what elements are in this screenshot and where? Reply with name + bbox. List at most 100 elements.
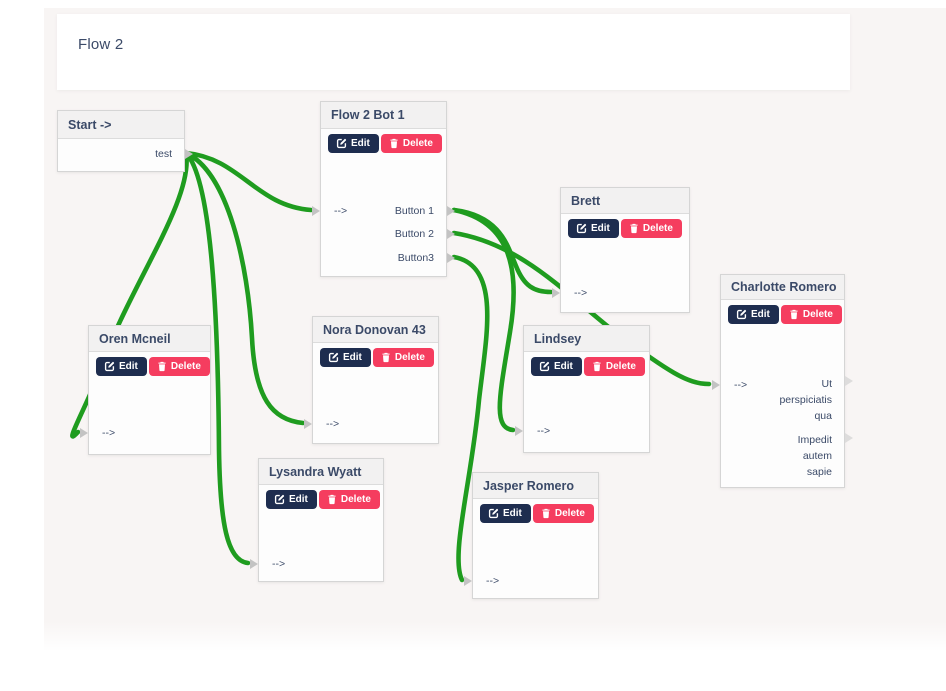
delete-button[interactable]: Delete xyxy=(583,357,645,376)
trash-icon xyxy=(328,494,336,505)
delete-button[interactable]: Delete xyxy=(380,134,442,153)
output-port-label: Impedit autem sapie xyxy=(797,434,832,478)
input-port-arrow-icon[interactable] xyxy=(552,288,560,298)
node-title: Lindsey xyxy=(524,326,649,352)
input-port-arrow-icon[interactable] xyxy=(304,419,312,429)
trash-icon xyxy=(158,361,166,372)
page-title: Flow 2 xyxy=(78,36,124,53)
node-title: Oren Mcneil xyxy=(89,326,210,352)
output-port-arrow-icon[interactable] xyxy=(447,253,455,263)
node-title: Jasper Romero xyxy=(473,473,598,499)
delete-button-label: Delete xyxy=(605,360,636,372)
flow-edge-bot.button3-jasper.in xyxy=(451,254,490,583)
input-port-label: --> xyxy=(734,379,748,391)
edit-button[interactable]: Edit xyxy=(328,134,379,153)
trash-icon xyxy=(382,352,390,363)
input-port-arrow-icon[interactable] xyxy=(515,426,523,436)
node-title: Start -> xyxy=(58,111,184,139)
input-port-arrow-icon[interactable] xyxy=(80,428,88,438)
input-port-lindsey: --> xyxy=(515,422,551,440)
edit-pencil-icon xyxy=(736,309,747,320)
output-port-label: Button 2 xyxy=(394,228,434,240)
edit-pencil-icon xyxy=(539,361,550,372)
input-port-arrow-icon[interactable] xyxy=(250,559,258,569)
node-title: Lysandra Wyatt xyxy=(259,459,383,485)
delete-button-label: Delete xyxy=(642,222,673,234)
output-port-out2: Impedit autem sapie xyxy=(721,432,853,480)
edit-button-label: Edit xyxy=(751,308,770,320)
output-port-arrow-icon[interactable] xyxy=(447,229,455,239)
input-port-arrow-icon[interactable] xyxy=(312,206,320,216)
edit-button-label: Edit xyxy=(289,493,308,505)
delete-button[interactable]: Delete xyxy=(148,357,210,376)
delete-button[interactable]: Delete xyxy=(372,348,434,367)
output-port-button3: Button3 xyxy=(321,249,455,267)
trash-icon xyxy=(593,361,601,372)
output-port-label: test xyxy=(155,148,172,160)
input-port-arrow-icon[interactable] xyxy=(712,380,720,390)
delete-button-label: Delete xyxy=(394,351,425,363)
node-bot[interactable]: Flow 2 Bot 1 Edit Delete --> Button 1 Button … xyxy=(312,101,455,277)
output-port-arrow-icon[interactable] xyxy=(845,376,853,386)
output-port-arrow-icon[interactable] xyxy=(845,433,853,443)
node-title: Flow 2 Bot 1 xyxy=(321,102,446,129)
trash-icon xyxy=(630,223,638,234)
edit-button[interactable]: Edit xyxy=(266,490,317,509)
node-actions: Edit Delete xyxy=(568,219,682,238)
node-actions: Edit Delete xyxy=(320,348,434,367)
node-actions: Edit Delete xyxy=(480,504,594,523)
delete-button[interactable]: Delete xyxy=(318,490,380,509)
node-actions: Edit Delete xyxy=(531,357,645,376)
input-port-charlotte: --> xyxy=(712,376,748,394)
input-port-label: --> xyxy=(537,425,551,437)
delete-button-label: Delete xyxy=(802,308,833,320)
node-title: Brett xyxy=(561,188,689,214)
edit-pencil-icon xyxy=(274,494,285,505)
input-port-label: --> xyxy=(326,418,340,430)
delete-button-label: Delete xyxy=(340,493,371,505)
edit-button-label: Edit xyxy=(119,360,138,372)
output-port-label: Button3 xyxy=(397,252,434,264)
flow-header-card: Flow 2 xyxy=(57,14,850,90)
trash-icon xyxy=(390,138,398,149)
input-port-label: --> xyxy=(102,427,116,439)
edit-button[interactable]: Edit xyxy=(728,305,779,324)
input-port-arrow-icon[interactable] xyxy=(464,576,472,586)
delete-button-label: Delete xyxy=(402,137,433,149)
delete-button[interactable]: Delete xyxy=(780,305,842,324)
output-port-test: test xyxy=(58,145,193,163)
edit-button[interactable]: Edit xyxy=(480,504,531,523)
output-port-arrow-icon[interactable] xyxy=(185,149,193,159)
edit-button[interactable]: Edit xyxy=(320,348,371,367)
output-port-arrow-icon[interactable] xyxy=(447,206,455,216)
edit-button-label: Edit xyxy=(343,351,362,363)
node-actions: Edit Delete xyxy=(728,305,842,324)
output-port-button1: Button 1 xyxy=(321,202,455,220)
input-port-bot: --> xyxy=(312,202,347,220)
edit-button[interactable]: Edit xyxy=(96,357,147,376)
delete-button-label: Delete xyxy=(554,507,585,519)
delete-button[interactable]: Delete xyxy=(620,219,682,238)
edit-button[interactable]: Edit xyxy=(531,357,582,376)
input-port-oren: --> xyxy=(80,424,116,442)
delete-button-label: Delete xyxy=(170,360,201,372)
node-actions: Edit Delete xyxy=(266,490,380,509)
node-actions: Edit Delete xyxy=(328,134,442,153)
input-port-nora: --> xyxy=(304,415,340,433)
input-port-label: --> xyxy=(486,575,500,587)
delete-button[interactable]: Delete xyxy=(532,504,594,523)
edit-button[interactable]: Edit xyxy=(568,219,619,238)
trash-icon xyxy=(790,309,798,320)
input-port-brett: --> xyxy=(552,284,588,302)
input-port-label: --> xyxy=(574,287,588,299)
output-port-label: Button 1 xyxy=(394,205,434,217)
node-start[interactable]: Start -> test xyxy=(57,110,193,172)
